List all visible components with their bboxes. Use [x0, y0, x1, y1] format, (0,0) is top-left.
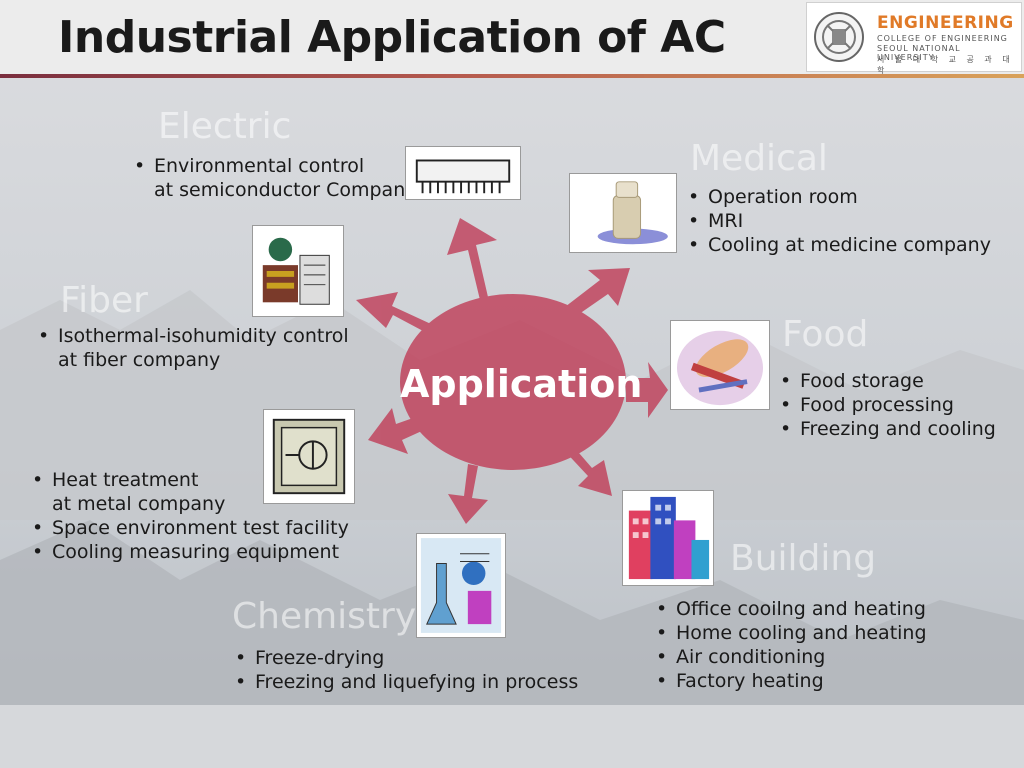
chip-image — [405, 146, 521, 200]
list-item: MRI — [686, 209, 991, 233]
category-label-chemistry: Chemistry — [232, 596, 417, 637]
list-item: Freeze-drying — [233, 646, 578, 670]
logo-line-1: COLLEGE OF ENGINEERING — [877, 34, 1008, 43]
arrow-fiber — [356, 292, 444, 340]
arrow-medical — [548, 268, 630, 330]
textile-image — [252, 225, 344, 317]
list-item: Isothermal-isohumidity control — [36, 324, 349, 348]
list-item: Freezing and liquefying in process — [233, 670, 578, 694]
list-item: Environmental control — [132, 154, 416, 178]
logo-line-2: SEOUL NATIONAL UNIVERSITY — [877, 44, 961, 62]
list-item: at semiconductor Company — [154, 179, 417, 201]
list-item: Home cooling and heating — [654, 621, 927, 645]
arrow-food — [626, 362, 668, 418]
arrow-chemistry — [448, 464, 488, 524]
list-item: Food processing — [778, 393, 996, 417]
list-item: Space environment test facility — [30, 516, 349, 540]
fiber-list: Isothermal-isohumidity control at fiber … — [36, 324, 349, 372]
chemistry-list: Freeze-drying Freezing and liquefying in… — [233, 646, 578, 694]
list-item: Heat treatment — [30, 468, 349, 492]
category-label-fiber: Fiber — [60, 280, 148, 321]
logo-line-3: 서 울 대 학 교 공 과 대 학 — [877, 55, 1014, 75]
list-item: Office cooilng and heating — [654, 597, 927, 621]
list-item: Food storage — [778, 369, 996, 393]
electric-list: Environmental control at semiconductor C… — [132, 154, 416, 202]
list-item: Operation room — [686, 185, 991, 209]
list-item: Air conditioning — [654, 645, 927, 669]
logo-brand-text: ENGINEERING — [877, 13, 1014, 33]
application-hub-label: Application — [400, 362, 643, 406]
university-seal-icon — [814, 12, 864, 62]
medical-list: Operation room MRI Cooling at medicine c… — [686, 185, 991, 257]
category-label-building: Building — [730, 538, 877, 579]
building-list: Office cooilng and heating Home cooling … — [654, 597, 927, 693]
food-image — [670, 320, 770, 410]
page-title: Industrial Application of AC — [58, 12, 726, 63]
food-list: Food storage Food processing Freezing an… — [778, 369, 996, 441]
snu-engineering-logo: ENGINEERING COLLEGE OF ENGINEERING SEOUL… — [806, 2, 1022, 75]
category-label-food: Food — [782, 314, 869, 355]
list-item: Freezing and cooling — [778, 417, 996, 441]
medicine-bottle-image — [569, 173, 677, 253]
list-item: Cooling measuring equipment — [30, 540, 349, 564]
list-item: at metal company — [52, 493, 226, 515]
metal-list: Heat treatment at metal company Space en… — [30, 468, 349, 564]
list-item: Cooling at medicine company — [686, 233, 991, 257]
list-item: at fiber company — [58, 349, 221, 371]
arrow-metal — [368, 408, 435, 454]
category-label-electric: Electric — [158, 106, 292, 147]
arrow-electric — [447, 218, 497, 300]
title-underline — [0, 74, 1024, 78]
chemistry-image — [416, 533, 506, 638]
buildings-image — [622, 490, 714, 586]
category-label-medical: Medical — [690, 138, 828, 179]
list-item: Factory heating — [654, 669, 927, 693]
arrow-building — [560, 438, 612, 496]
application-hub — [400, 294, 626, 470]
